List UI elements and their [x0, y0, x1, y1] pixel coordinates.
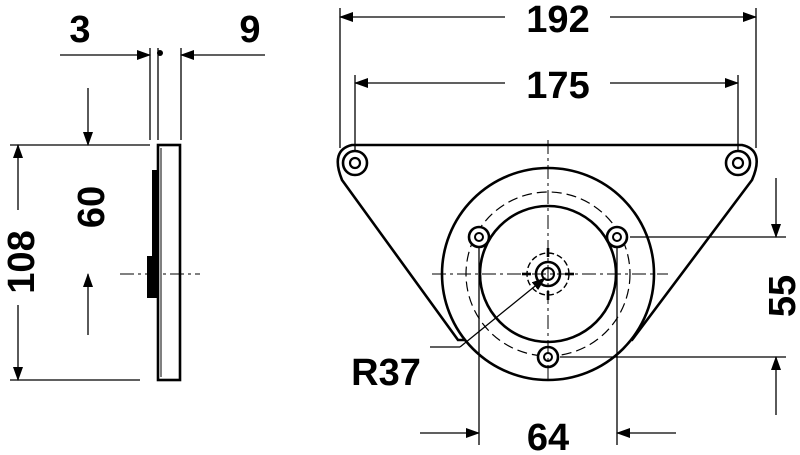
dim-label-64: 64	[527, 417, 569, 455]
corner-hole-right	[724, 149, 752, 177]
dim-label-192: 192	[526, 0, 589, 41]
bolt-hole-right	[605, 225, 629, 249]
dim-label-55: 55	[762, 275, 800, 317]
side-view: 3 9 108 60	[1, 9, 265, 382]
dim-label-108: 108	[1, 230, 43, 293]
dim-label-3: 3	[69, 9, 90, 51]
thickness-dot	[157, 50, 163, 56]
radius-arrow	[459, 277, 546, 348]
dim-label-r37: R37	[351, 352, 421, 394]
dim-label-175: 175	[526, 65, 589, 107]
bolt-hole-left	[467, 225, 491, 249]
side-view-boss	[147, 256, 152, 298]
side-view-bracket	[152, 170, 158, 298]
dim-label-60: 60	[71, 186, 113, 228]
front-view: R37 192 175 55 64	[336, 0, 800, 455]
corner-hole-left	[341, 149, 369, 177]
dim-label-9: 9	[239, 9, 260, 51]
